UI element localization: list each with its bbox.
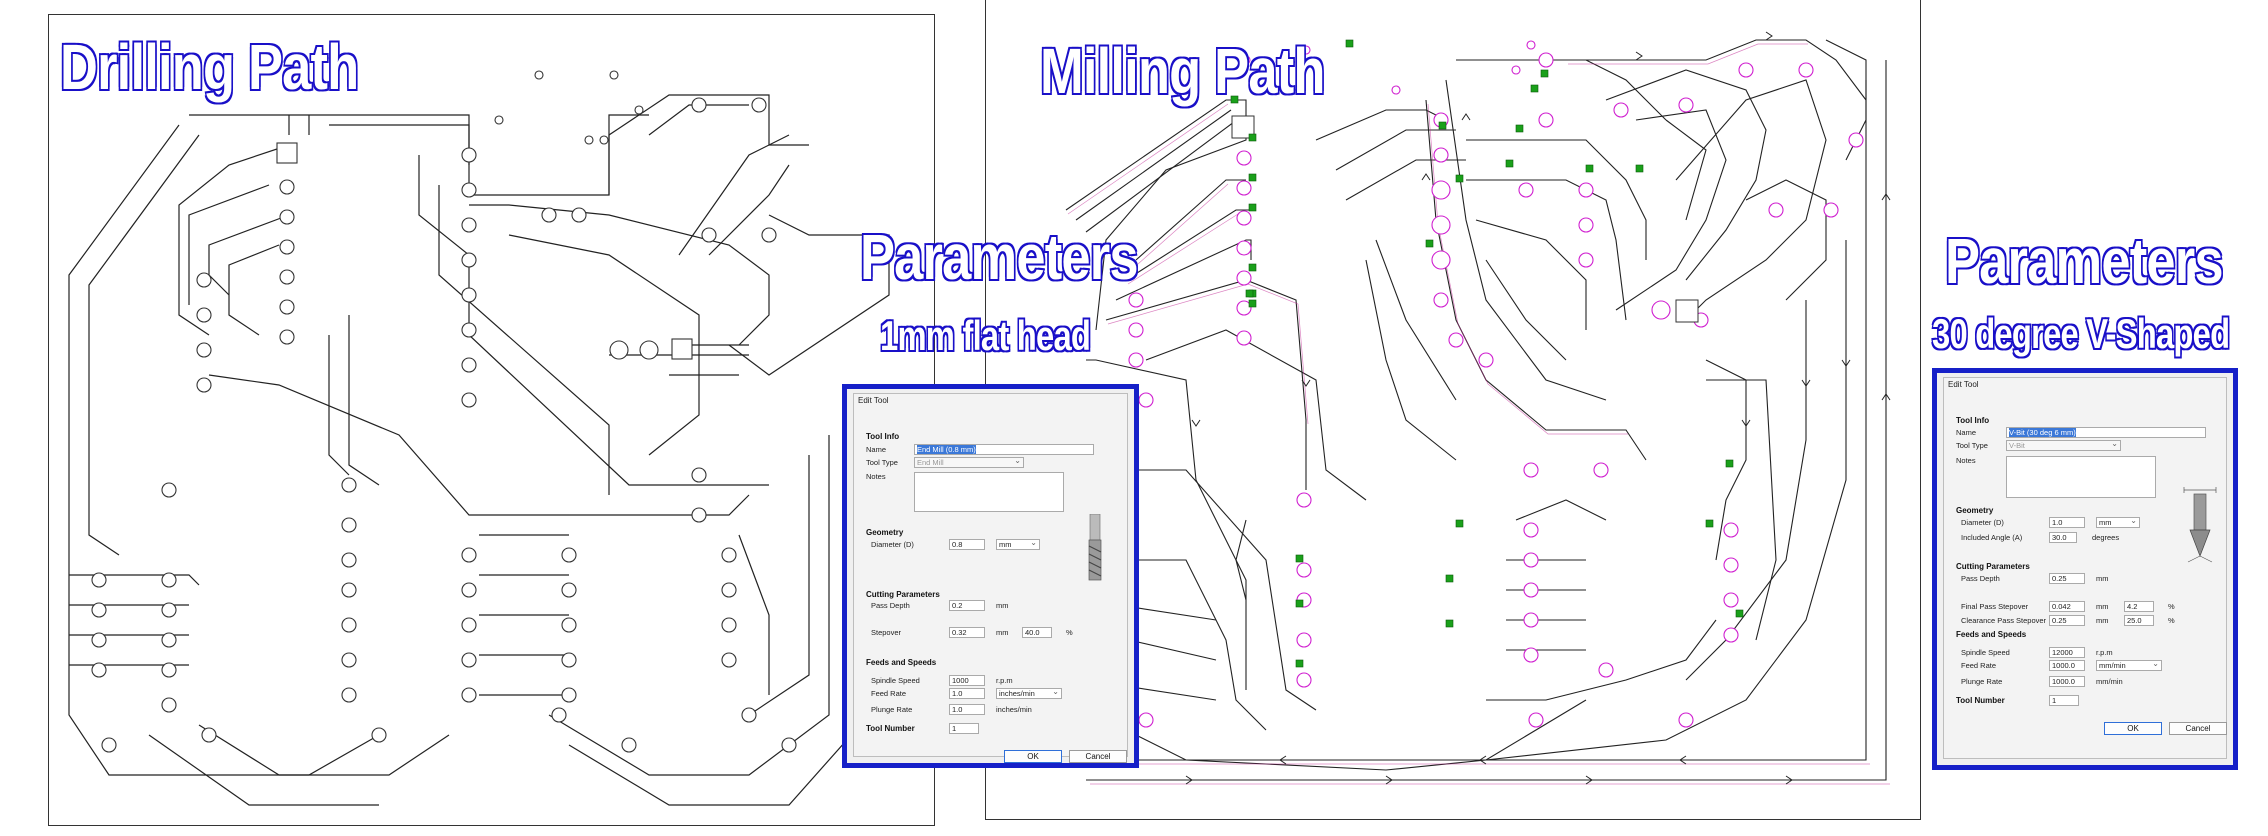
section-geometry: Geometry [1956,506,1994,515]
plunge-rate-label: Plunge Rate [1961,677,2003,686]
ok-button[interactable]: OK [1004,750,1062,763]
final-stepover-percent-input[interactable]: 4.2 [2124,601,2154,612]
name-input[interactable]: End Mill (0.8 mm) [914,444,1094,455]
final-stepover-unit: mm [2096,602,2109,611]
milling-path-panel [985,0,1921,820]
feed-rate-unit-select[interactable]: inches/min [996,688,1062,699]
diameter-label: Diameter (D) [1961,518,2004,527]
spindle-unit: r.p.m [2096,648,2113,657]
edit-tool-dialog-left-frame: Edit Tool Tool Info Name End Mill (0.8 m… [842,384,1139,768]
pass-depth-label: Pass Depth [1961,574,2000,583]
plunge-rate-input[interactable]: 1.0 [949,704,985,715]
cancel-button[interactable]: Cancel [1069,750,1127,763]
tool-number-input[interactable]: 1 [2049,695,2079,706]
name-label: Name [866,445,887,454]
section-feeds: Feeds and Speeds [1956,630,2027,639]
pass-depth-unit: mm [996,601,1009,610]
feed-rate-input[interactable]: 1000.0 [2049,660,2085,671]
tool-type-label: Tool Type [866,458,898,467]
section-geometry: Geometry [866,528,904,537]
clearance-stepover-percent-input[interactable]: 25.0 [2124,615,2154,626]
params-right-title: Parameters [1944,224,2225,299]
notes-textarea[interactable] [914,472,1064,512]
percent-label: % [1066,628,1073,637]
percent-label: % [2168,616,2175,625]
dialog-title: Edit Tool [858,396,889,405]
drilling-path-panel [48,14,935,826]
section-tool-info: Tool Info [866,432,900,441]
drilling-pcb-drawing [68,70,890,806]
diameter-input[interactable]: 1.0 [2049,517,2085,528]
pass-depth-unit: mm [2096,574,2109,583]
stepover-input[interactable]: 0.32 [949,627,985,638]
pass-depth-label: Pass Depth [871,601,910,610]
edit-tool-dialog: Edit Tool Tool Info Name End Mill (0.8 m… [853,393,1128,763]
notes-label: Notes [866,472,886,481]
section-cutting: Cutting Parameters [1956,562,2030,571]
params-right-subtitle: 30 degree V-Shaped [1931,309,2231,359]
feed-rate-unit-select[interactable]: mm/min [2096,660,2162,671]
final-stepover-label: Final Pass Stepover [1961,602,2029,611]
plunge-rate-input[interactable]: 1000.0 [2049,676,2085,687]
spindle-input[interactable]: 1000 [949,675,985,686]
tool-number-label: Tool Number [866,724,915,733]
diameter-unit-select[interactable]: mm [2096,517,2140,528]
notes-textarea[interactable] [2006,456,2156,498]
tool-type-label: Tool Type [1956,441,1988,450]
pass-depth-input[interactable]: 0.25 [2049,573,2085,584]
stepover-percent-input[interactable]: 40.0 [1022,627,1052,638]
clearance-stepover-label: Clearance Pass Stepover [1961,616,2047,625]
dialog-title: Edit Tool [1948,380,1979,389]
section-feeds: Feeds and Speeds [866,658,937,667]
final-stepover-input[interactable]: 0.042 [2049,601,2085,612]
spindle-label: Spindle Speed [1961,648,2010,657]
diameter-label: Diameter (D) [871,540,914,549]
edit-tool-dialog-right-frame: Edit Tool Tool Info Name V-Bit (30 deg 6… [1932,368,2238,770]
params-left-subtitle: 1mm flat head [879,311,1092,361]
clearance-stepover-input[interactable]: 0.25 [2049,615,2085,626]
angle-label: Included Angle (A) [1961,533,2023,542]
feed-rate-label: Feed Rate [871,689,907,698]
notes-label: Notes [1956,456,1976,465]
plunge-rate-unit: inches/min [996,705,1032,714]
angle-unit: degrees [2092,533,2120,542]
tool-number-label: Tool Number [1956,696,2005,705]
feed-rate-input[interactable]: 1.0 [949,688,985,699]
section-tool-info: Tool Info [1956,416,1990,425]
tool-number-input[interactable]: 1 [949,723,979,734]
edit-tool-dialog: Edit Tool Tool Info Name V-Bit (30 deg 6… [1943,377,2227,759]
spindle-label: Spindle Speed [871,676,920,685]
drill-holes [91,70,797,753]
name-input[interactable]: V-Bit (30 deg 6 mm) [2006,427,2206,438]
diameter-input[interactable]: 0.8 [949,539,985,550]
clearance-stepover-unit: mm [2096,616,2109,625]
plunge-rate-unit: mm/min [2096,677,2123,686]
spindle-input[interactable]: 12000 [2049,647,2085,658]
pass-depth-input[interactable]: 0.2 [949,600,985,611]
stepover-unit: mm [996,628,1009,637]
percent-label: % [2168,602,2175,611]
milling-holes [1096,40,1864,728]
tab-markers [1230,39,1744,668]
plunge-rate-label: Plunge Rate [871,705,913,714]
section-cutting: Cutting Parameters [866,590,940,599]
stepover-label: Stepover [871,628,902,637]
drilling-path-title: Drilling Path [59,30,361,105]
milling-path-title: Milling Path [1039,34,1327,109]
ok-button[interactable]: OK [2104,722,2162,735]
v-bit-icon [2183,487,2217,563]
spindle-unit: r.p.m [996,676,1013,685]
end-mill-icon [1088,514,1102,581]
params-left-title: Parameters [859,220,1140,295]
tool-type-select[interactable]: End Mill [914,457,1024,468]
name-label: Name [1956,428,1977,437]
feed-rate-label: Feed Rate [1961,661,1997,670]
diameter-unit-select[interactable]: mm [996,539,1040,550]
angle-input[interactable]: 30.0 [2049,532,2077,543]
tool-type-select[interactable]: V-Bit [2006,440,2121,451]
cancel-button[interactable]: Cancel [2169,722,2227,735]
